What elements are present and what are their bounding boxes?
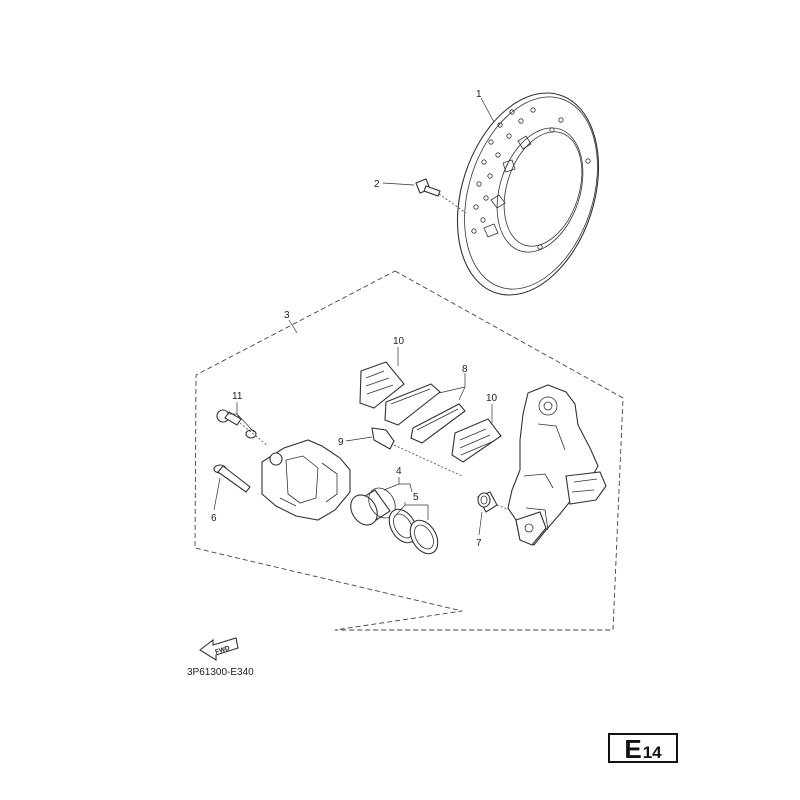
callout-2: 2 (374, 179, 380, 190)
callout-3: 3 (284, 310, 290, 321)
callout-8: 8 (462, 364, 468, 375)
callout-5: 5 (413, 492, 419, 503)
caliper-piston (350, 487, 396, 526)
callout-10-upper: 10 (393, 336, 405, 347)
page-badge-number: 14 (642, 743, 662, 762)
callout-4: 4 (396, 466, 402, 477)
callout-9: 9 (338, 437, 344, 448)
caliper-body (261, 439, 351, 521)
leader-lines (213, 97, 495, 536)
disc-bolt (415, 178, 467, 214)
caliper-pin-bolt (213, 464, 251, 493)
brake-disc (456, 92, 600, 296)
fwd-arrow: FWD (199, 637, 239, 661)
pad-spring-lower (451, 418, 502, 463)
piston-seal-kit (388, 508, 439, 555)
drawing-code: 3P61300-E340 (187, 667, 254, 678)
pad-support (371, 427, 463, 477)
brake-pad-pair (384, 383, 466, 444)
caliper-bracket (507, 384, 607, 546)
bleed-screw (216, 409, 269, 447)
caliper-assembly-outline (194, 270, 624, 631)
callout-11: 11 (232, 391, 243, 402)
fwd-label: FWD (214, 645, 230, 656)
page-badge-letter: E (624, 734, 642, 764)
pad-spring-upper (359, 361, 405, 409)
callout-10-lower: 10 (486, 393, 498, 404)
callout-7: 7 (476, 538, 482, 549)
callout-1: 1 (476, 89, 482, 100)
callout-6: 6 (211, 513, 217, 524)
bracket-bushing (477, 491, 516, 513)
callout-numbers: 1 2 3 4 5 6 7 8 9 10 10 11 (211, 89, 498, 549)
